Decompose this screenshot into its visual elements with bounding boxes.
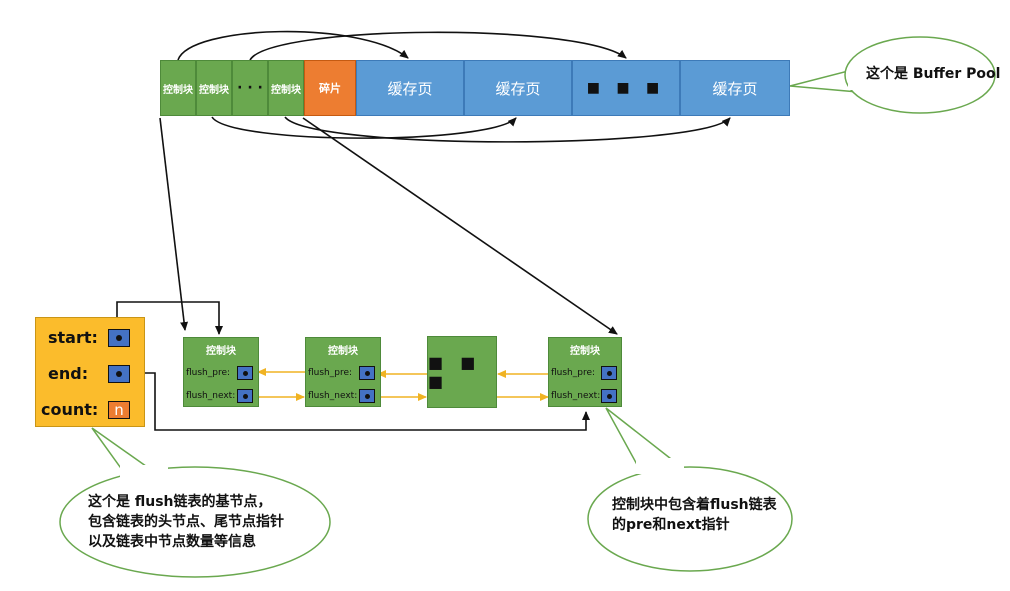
flush-pre-label: flush_pre: xyxy=(551,368,596,378)
pool-cache-page-2: 缓存页 xyxy=(464,60,572,116)
pool-control-block-2: 控制块 xyxy=(196,60,232,116)
control-block-callout-text: 控制块中包含着flush链表 的pre和next指针 xyxy=(612,495,777,535)
flush-pre-pointer xyxy=(237,366,253,380)
flush-node-ellipsis: ■ ■ ■ xyxy=(427,336,497,408)
flush-next-pointer xyxy=(359,389,375,403)
base-start-label: start: xyxy=(48,328,98,347)
callout-line: 以及链表中节点数量等信息 xyxy=(88,534,256,550)
pool-cache-page-n: 缓存页 xyxy=(680,60,790,116)
flush-base-node: start: end: count: n xyxy=(35,317,145,427)
callout-line: 的pre和next指针 xyxy=(612,517,730,533)
flush-node-title: 控制块 xyxy=(206,346,236,357)
flush-node-title: 控制块 xyxy=(570,346,600,357)
pool-cell-label: · · · xyxy=(237,80,263,96)
pool-cell-label: 控制块 xyxy=(199,84,229,96)
pool-control-block-1: 控制块 xyxy=(160,60,196,116)
base-count-label: count: xyxy=(41,400,99,419)
flush-next-label: flush_next: xyxy=(551,391,601,401)
buffer-pool-callout-text: 这个是 Buffer Pool xyxy=(866,66,1001,82)
pool-cache-page-1: 缓存页 xyxy=(356,60,464,116)
callout-line: 这个是 flush链表的基节点， xyxy=(88,494,272,510)
pool-cell-label: 控制块 xyxy=(163,84,193,96)
pool-cell-label: ■ ■ ■ xyxy=(586,80,666,96)
pool-cell-label: 碎片 xyxy=(319,82,341,95)
base-end-label: end: xyxy=(48,364,89,383)
flush-pre-pointer xyxy=(359,366,375,380)
flush-ellipsis-label: ■ ■ ■ xyxy=(428,353,482,391)
callout-line: 控制块中包含着flush链表 xyxy=(612,497,777,513)
pool-cell-label: 缓存页 xyxy=(712,79,758,98)
flush-node-n: 控制块 flush_pre: flush_next: xyxy=(548,337,622,407)
flush-next-label: flush_next: xyxy=(308,391,358,401)
base-end-pointer xyxy=(108,365,130,383)
base-node-callout xyxy=(59,427,331,578)
base-start-pointer xyxy=(108,329,130,347)
flush-node-1: 控制块 flush_pre: flush_next: xyxy=(183,337,259,407)
pool-fragment: 碎片 xyxy=(304,60,356,116)
callout-line: 包含链表的头节点、尾节点指针 xyxy=(88,514,284,530)
flush-pre-label: flush_pre: xyxy=(308,368,353,378)
pool-cell-label: 控制块 xyxy=(271,84,301,96)
flush-next-label: flush_next: xyxy=(186,391,236,401)
pool-control-block-n: 控制块 xyxy=(268,60,304,116)
flush-pre-pointer xyxy=(601,366,617,380)
pool-control-ellipsis: · · · xyxy=(232,60,268,116)
base-node-callout-text: 这个是 flush链表的基节点， 包含链表的头节点、尾节点指针 以及链表中节点数… xyxy=(88,492,284,552)
pool-cell-label: 缓存页 xyxy=(387,79,433,98)
flush-pre-label: flush_pre: xyxy=(186,368,231,378)
flush-next-pointer xyxy=(601,389,617,403)
flush-node-title: 控制块 xyxy=(328,346,358,357)
buffer-pool-callout xyxy=(789,36,996,114)
pool-cell-label: 缓存页 xyxy=(495,79,541,98)
control-block-callout xyxy=(587,407,793,572)
base-count-value: n xyxy=(108,401,130,419)
flush-next-pointer xyxy=(237,389,253,403)
flush-node-2: 控制块 flush_pre: flush_next: xyxy=(305,337,381,407)
pool-cache-page-ellipsis: ■ ■ ■ xyxy=(572,60,680,116)
